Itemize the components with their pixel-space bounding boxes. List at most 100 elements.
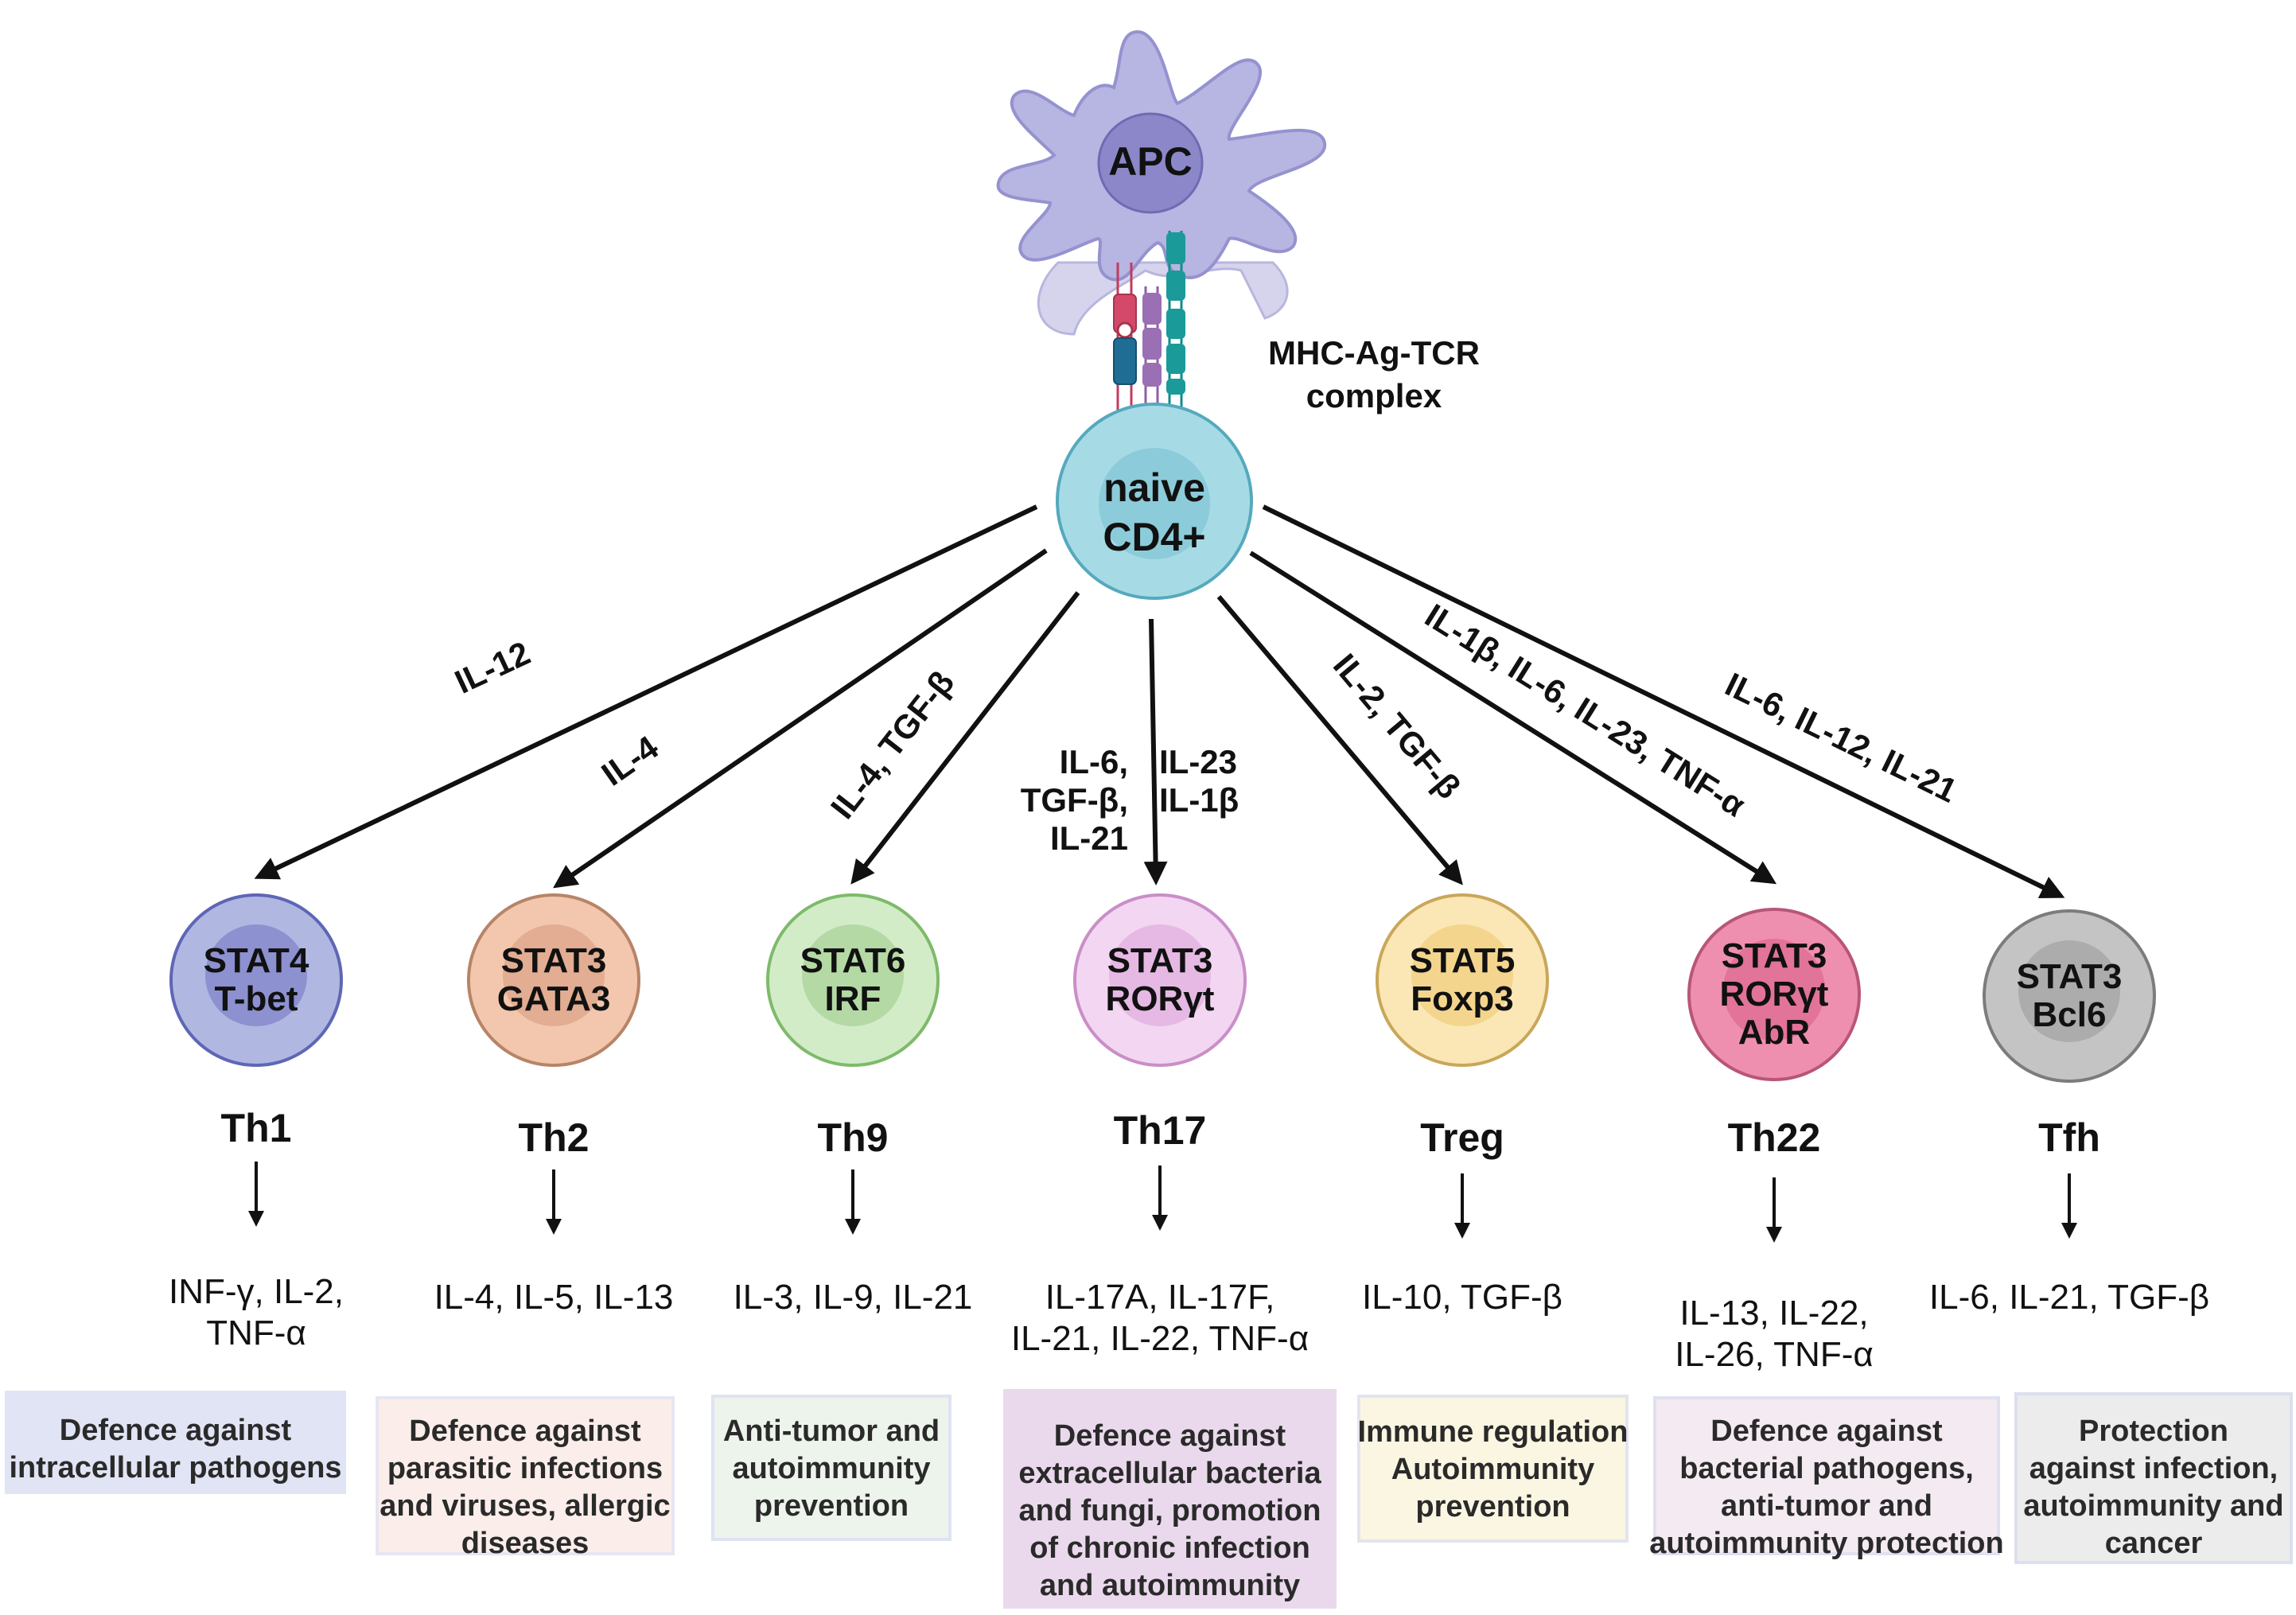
th17-function-3: of chronic infection xyxy=(1029,1531,1310,1565)
th17-function-4: and autoimmunity xyxy=(1040,1569,1300,1602)
treg-nucleus xyxy=(1411,924,1513,1026)
th17-cytokines-0: IL-17A, IL-17F, xyxy=(1045,1278,1275,1317)
label-th2: IL-4 xyxy=(595,728,666,793)
th22-cytokines-0: IL-13, IL-22, xyxy=(1679,1294,1868,1333)
apc-label: APC xyxy=(1108,139,1193,184)
th1-function-box xyxy=(5,1391,346,1494)
th1-name: Th1 xyxy=(221,1106,292,1150)
th17-nucleus xyxy=(1109,924,1211,1026)
th9-function-2: prevention xyxy=(754,1489,909,1523)
treg-cytokines-0: IL-10, TGF-β xyxy=(1362,1278,1562,1317)
complex-label-line2: complex xyxy=(1306,377,1442,414)
treg-function-0: Immune regulation xyxy=(1358,1415,1629,1449)
label-th17-left-2: TGF-β, xyxy=(1021,781,1128,819)
th9-function-box xyxy=(711,1395,951,1541)
th2-function-0: Defence against xyxy=(409,1415,641,1448)
th17-tf-0: STAT3 xyxy=(1107,941,1213,980)
th22-function-2: anti-tumor and xyxy=(1721,1489,1932,1523)
th22-tf-0: STAT3 xyxy=(1722,936,1827,975)
th9-function-1: autoimmunity xyxy=(732,1452,930,1485)
tfh-function-box xyxy=(2014,1392,2293,1564)
th22-function-1: bacterial pathogens, xyxy=(1679,1452,1974,1485)
th9-cytokines-0: IL-3, IL-9, IL-21 xyxy=(734,1278,973,1317)
treg-function-1: Autoimmunity xyxy=(1391,1453,1594,1486)
th1-tf-0: STAT4 xyxy=(204,941,309,980)
th17-function-1: extracellular bacteria xyxy=(1018,1457,1321,1490)
th22-function-box xyxy=(1653,1396,2000,1555)
tfh-cytokines-0: IL-6, IL-21, TGF-β xyxy=(1929,1278,2209,1317)
th1-cytokines-1: TNF-α xyxy=(206,1313,306,1352)
th22-name: Th22 xyxy=(1728,1115,1821,1160)
label-treg: IL-2, TGF-β xyxy=(1326,647,1468,806)
th17-function-0: Defence against xyxy=(1054,1419,1286,1453)
th22-nucleus xyxy=(1723,939,1825,1041)
apc-nucleus xyxy=(1097,112,1204,214)
th2-function-1: parasitic infections xyxy=(387,1452,663,1485)
tfh-function-3: cancer xyxy=(2105,1527,2203,1560)
tfh-function-0: Protection xyxy=(2079,1415,2228,1448)
tfh-tf-0: STAT3 xyxy=(2017,957,2123,996)
arrows xyxy=(254,504,2065,898)
tfh-nucleus xyxy=(2018,940,2120,1042)
th2-nucleus xyxy=(503,924,605,1026)
treg-tf-1: Foxp3 xyxy=(1411,979,1514,1018)
th9-name: Th9 xyxy=(818,1115,889,1160)
th1-function-1: intracellular pathogens xyxy=(9,1451,341,1485)
th9-function-0: Anti-tumor and xyxy=(723,1415,940,1448)
th2-name: Th2 xyxy=(519,1115,590,1160)
th1-nucleus xyxy=(205,924,307,1026)
th2-tf-1: GATA3 xyxy=(497,979,611,1018)
treg-function-2: prevention xyxy=(1415,1490,1570,1524)
th2-cytokines-0: IL-4, IL-5, IL-13 xyxy=(434,1278,674,1317)
mhc-ag-tcr-complex xyxy=(1113,231,1185,430)
th22-cytokines-1: IL-26, TNF-α xyxy=(1675,1335,1874,1374)
th17-name: Th17 xyxy=(1114,1108,1207,1153)
label-th17-left-3: IL-21 xyxy=(1050,819,1128,857)
tfh-tf-1: Bcl6 xyxy=(2033,995,2107,1034)
apc-back-lobe xyxy=(1037,261,1289,336)
treg-function-box xyxy=(1357,1395,1629,1543)
tfh-function-1: against infection, xyxy=(2029,1452,2278,1485)
label-th22: IL-1β, IL-6, IL-23, TNF-α xyxy=(1418,597,1752,824)
complex-label-line1: MHC-Ag-TCR xyxy=(1268,334,1480,372)
antigen-peptide xyxy=(1116,321,1134,339)
th17-cytokines-1: IL-21, IL-22, TNF-α xyxy=(1011,1319,1309,1358)
th22-tf-2: AbR xyxy=(1738,1013,1810,1052)
arrow-th22 xyxy=(1249,551,1777,885)
th2-function-3: diseases xyxy=(461,1527,590,1560)
th17-tf-1: RORγt xyxy=(1106,979,1215,1018)
arrow-tfh xyxy=(1262,504,2065,898)
tfh-name: Tfh xyxy=(2038,1115,2100,1160)
naive-line1: naive xyxy=(1103,465,1205,510)
treg-tf-0: STAT5 xyxy=(1410,941,1516,980)
treg-name: Treg xyxy=(1420,1115,1504,1160)
th22-function-0: Defence against xyxy=(1710,1415,1943,1448)
label-th17-right-2: IL-1β xyxy=(1159,781,1239,819)
th1-function-0: Defence against xyxy=(60,1414,292,1447)
th9-tf-1: IRF xyxy=(825,979,881,1018)
apc-cell: APC xyxy=(996,29,1327,336)
label-th17-left-1: IL-6, xyxy=(1060,743,1128,780)
th17-function-box xyxy=(1003,1389,1337,1609)
naive-cd4-cell: naive CD4+ xyxy=(1056,403,1253,600)
th22-tf-1: RORγt xyxy=(1720,975,1829,1014)
arrow-th1 xyxy=(254,504,1038,880)
th1-tf-1: T-bet xyxy=(214,979,298,1018)
th17-function-2: and fungi, promotion xyxy=(1019,1494,1321,1527)
th9-nucleus xyxy=(802,924,904,1026)
th2-tf-0: STAT3 xyxy=(501,941,607,980)
arrow-th9 xyxy=(850,591,1080,885)
arrow-treg xyxy=(1216,595,1463,885)
th9-tf-0: STAT6 xyxy=(800,941,906,980)
tfh-function-2: autoimmunity and xyxy=(2023,1489,2283,1523)
naive-line2: CD4+ xyxy=(1103,515,1205,559)
th1-cytokines-0: INF-γ, IL-2, xyxy=(169,1272,344,1311)
